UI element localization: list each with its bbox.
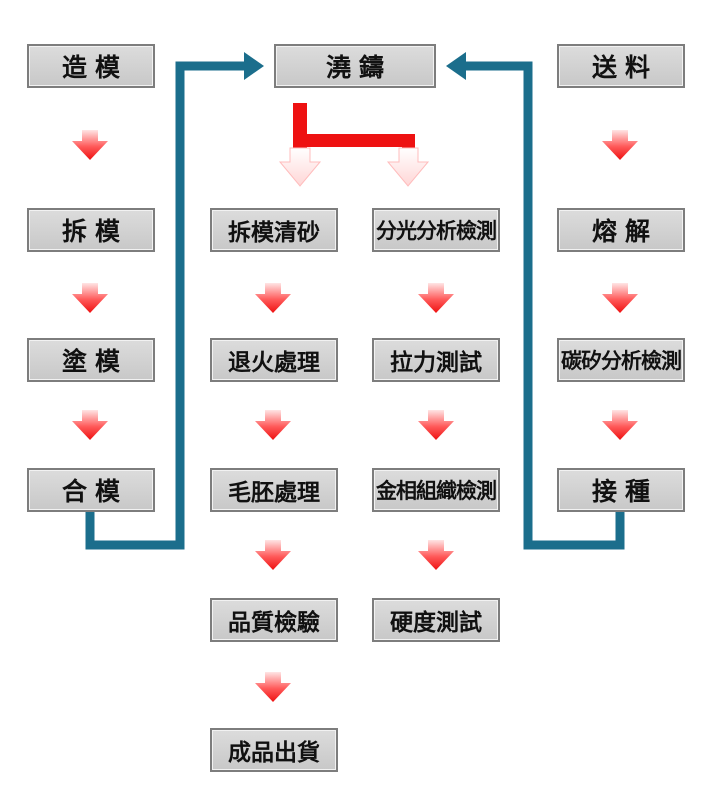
- connector-inoculate-to-pour: [458, 61, 625, 550]
- step-quality-inspection: 品質檢驗: [210, 598, 338, 642]
- step-carbon-silicon-analysis: 碳矽分析檢測: [557, 338, 685, 382]
- split-red-stem-right: [402, 134, 415, 148]
- down-arrow-icon: [602, 283, 638, 313]
- step-melting: 熔解: [557, 208, 685, 252]
- down-arrow-icon: [72, 410, 108, 440]
- down-arrow-icon: [255, 672, 291, 702]
- step-metallographic-inspection: 金相組織檢測: [372, 468, 500, 512]
- down-arrow-icon: [72, 130, 108, 160]
- down-arrow-icon: [418, 540, 454, 570]
- down-arrow-icon: [72, 283, 108, 313]
- step-blank-processing: 毛胚處理: [210, 468, 338, 512]
- step-coat-mold: 塗模: [27, 338, 155, 382]
- connector-mold-to-pour: [85, 61, 252, 550]
- step-feed-material: 送料: [557, 44, 685, 88]
- step-product-shipping: 成品出貨: [210, 728, 338, 772]
- step-pouring: 澆鑄: [274, 44, 436, 88]
- step-shakeout: 拆模清砂: [210, 208, 338, 252]
- down-arrow-icon: [255, 410, 291, 440]
- step-hardness-test: 硬度測試: [372, 598, 500, 642]
- connector-right-arrowhead: [446, 52, 466, 80]
- down-arrow-icon: [602, 410, 638, 440]
- step-tensile-test: 拉力測試: [372, 338, 500, 382]
- down-arrow-icon: [255, 283, 291, 313]
- step-inoculation: 接種: [557, 468, 685, 512]
- down-arrow-icon: [418, 410, 454, 440]
- down-arrow-icon: [418, 283, 454, 313]
- flow-arrows: [72, 130, 638, 702]
- step-make-mold: 造模: [27, 44, 155, 88]
- step-spectral-analysis: 分光分析檢測: [372, 208, 500, 252]
- step-close-mold: 合模: [27, 468, 155, 512]
- connector-left-arrowhead: [244, 52, 264, 80]
- down-arrow-icon: [602, 130, 638, 160]
- split-red-stem: [293, 103, 307, 148]
- split-arrow-right: [386, 147, 430, 187]
- step-annealing: 退火處理: [210, 338, 338, 382]
- split-red-bar: [307, 134, 415, 147]
- down-arrow-icon: [255, 540, 291, 570]
- step-remove-mold: 拆模: [27, 208, 155, 252]
- split-arrow-left: [278, 147, 322, 187]
